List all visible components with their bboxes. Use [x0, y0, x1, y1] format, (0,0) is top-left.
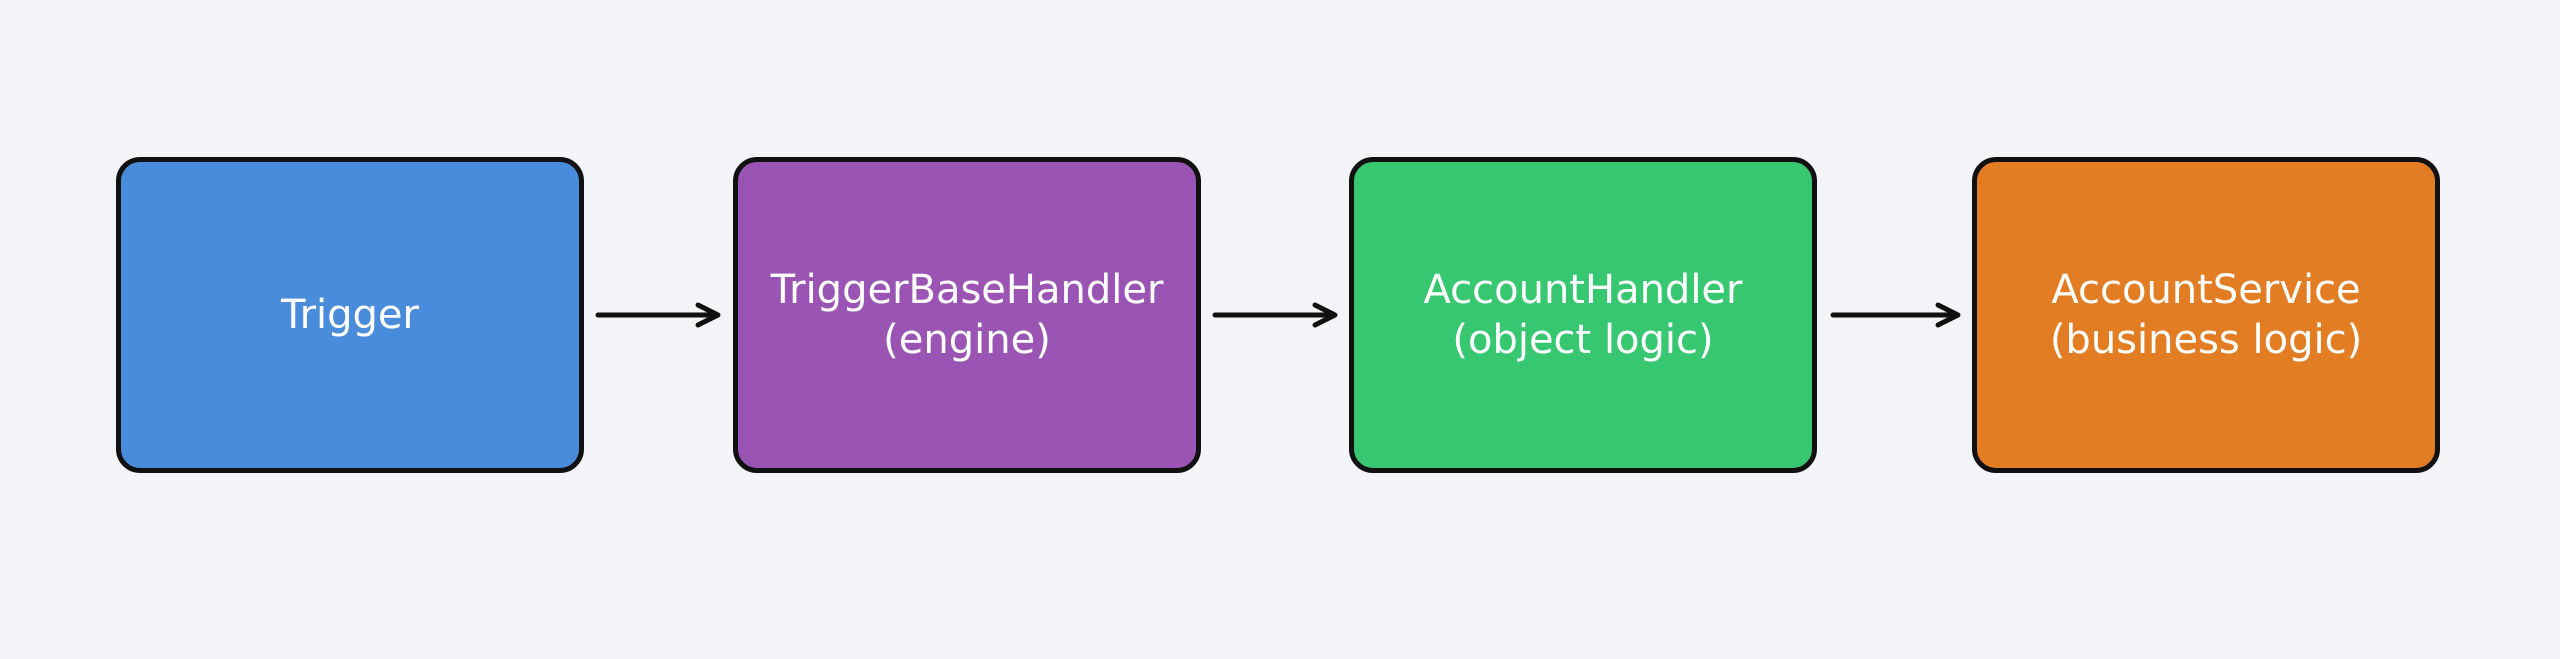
arrow-account-handler-to-account-service — [1830, 302, 1961, 328]
node-account-handler-sublabel: (object logic) — [1452, 317, 1714, 363]
node-trigger-base-handler: TriggerBaseHandler (engine) — [733, 157, 1201, 473]
node-account-service-label: AccountService — [2051, 267, 2361, 313]
arrow-trigger-to-base-handler — [595, 302, 721, 328]
node-account-handler-label: AccountHandler — [1423, 267, 1743, 313]
node-account-handler: AccountHandler (object logic) — [1349, 157, 1817, 473]
node-trigger: Trigger — [116, 157, 584, 473]
node-trigger-base-handler-label: TriggerBaseHandler — [770, 267, 1164, 313]
arrow-base-handler-to-account-handler — [1212, 302, 1338, 328]
node-account-service: AccountService (business logic) — [1972, 157, 2440, 473]
node-account-service-sublabel: (business logic) — [2049, 317, 2363, 363]
node-trigger-label: Trigger — [281, 292, 419, 338]
node-trigger-base-handler-sublabel: (engine) — [883, 317, 1051, 363]
